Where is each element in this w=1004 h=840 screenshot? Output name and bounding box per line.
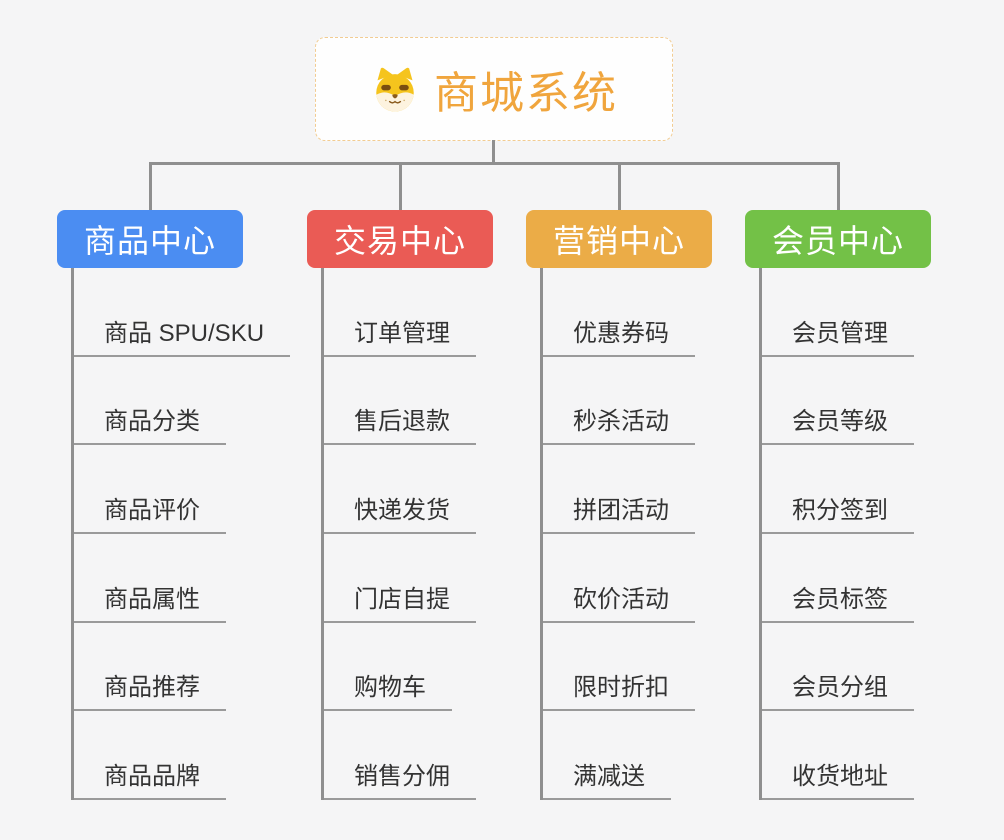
branch-children-trade-center: 订单管理 售后退款 快递发货 门店自提 购物车 销售分佣	[321, 268, 476, 801]
branch-node-product-center[interactable]: 商品中心	[57, 210, 243, 268]
child-node[interactable]: 快递发货	[324, 490, 476, 535]
child-row: 快递发货	[324, 445, 476, 535]
child-node[interactable]: 秒杀活动	[543, 401, 695, 446]
child-node[interactable]: 商品属性	[74, 579, 226, 623]
child-node[interactable]: 商品推荐	[74, 667, 226, 712]
child-node[interactable]: 商品品牌	[74, 756, 226, 801]
child-node[interactable]: 收货地址	[762, 756, 914, 801]
child-row: 砍价活动	[543, 534, 695, 623]
child-row: 商品评价	[74, 445, 290, 535]
child-row: 拼团活动	[543, 445, 695, 535]
branch-children-product-center: 商品 SPU/SKU 商品分类 商品评价 商品属性 商品推荐 商品品牌	[71, 268, 291, 801]
child-row: 购物车	[324, 623, 476, 712]
child-node[interactable]: 商品分类	[74, 401, 226, 446]
child-node[interactable]: 会员标签	[762, 579, 914, 623]
child-row: 商品分类	[74, 357, 290, 446]
connector-root-stem	[492, 140, 495, 163]
root-node[interactable]: 商城系统	[315, 37, 673, 141]
branch-children-member-center: 会员管理 会员等级 积分签到 会员标签 会员分组 收货地址	[759, 268, 914, 801]
child-row: 优惠券码	[543, 268, 695, 357]
connector-drop-products	[149, 162, 152, 210]
branch-label: 交易中心	[333, 223, 466, 259]
child-node[interactable]: 商品 SPU/SKU	[74, 313, 291, 357]
child-node[interactable]: 拼团活动	[543, 490, 695, 535]
child-node[interactable]: 砍价活动	[543, 579, 695, 623]
child-row: 会员管理	[762, 268, 914, 357]
branch-node-marketing-center[interactable]: 营销中心	[526, 210, 712, 268]
child-node[interactable]: 满减送	[543, 756, 671, 801]
child-row: 门店自提	[324, 534, 476, 623]
connector-rail	[149, 162, 840, 165]
child-row: 会员分组	[762, 623, 914, 712]
child-row: 售后退款	[324, 357, 476, 446]
branch-node-trade-center[interactable]: 交易中心	[307, 210, 493, 268]
branch-node-member-center[interactable]: 会员中心	[745, 210, 931, 268]
child-row: 限时折扣	[543, 623, 695, 712]
child-node[interactable]: 会员管理	[762, 313, 914, 357]
child-row: 销售分佣	[324, 711, 476, 801]
dog-face-icon	[370, 67, 420, 112]
child-row: 会员等级	[762, 357, 914, 446]
child-node[interactable]: 商品评价	[74, 490, 226, 535]
child-node[interactable]: 销售分佣	[324, 756, 476, 801]
child-row: 满减送	[543, 711, 695, 801]
child-row: 订单管理	[324, 268, 476, 357]
child-row: 会员标签	[762, 534, 914, 623]
child-node[interactable]: 积分签到	[762, 490, 914, 535]
branch-label: 会员中心	[771, 223, 904, 259]
child-row: 商品品牌	[74, 711, 290, 801]
child-row: 商品推荐	[74, 623, 290, 712]
branch-label: 商品中心	[83, 223, 216, 259]
child-node[interactable]: 限时折扣	[543, 667, 695, 712]
child-row: 积分签到	[762, 445, 914, 535]
child-node[interactable]: 门店自提	[324, 579, 476, 623]
child-node[interactable]: 售后退款	[324, 401, 476, 446]
root-title: 商城系统	[434, 69, 618, 118]
child-node[interactable]: 购物车	[324, 667, 452, 712]
child-row: 商品 SPU/SKU	[74, 268, 291, 357]
child-row: 收货地址	[762, 711, 914, 801]
connector-drop-members	[837, 162, 840, 210]
branch-children-marketing-center: 优惠券码 秒杀活动 拼团活动 砍价活动 限时折扣 满减送	[540, 268, 695, 801]
child-node[interactable]: 会员分组	[762, 667, 914, 712]
child-row: 秒杀活动	[543, 357, 695, 446]
child-node[interactable]: 优惠券码	[543, 313, 695, 357]
child-row: 商品属性	[74, 534, 290, 623]
child-node[interactable]: 会员等级	[762, 401, 914, 446]
connector-drop-marketing	[618, 162, 621, 210]
connector-drop-trade	[399, 162, 402, 210]
child-node[interactable]: 订单管理	[324, 313, 476, 357]
branch-label: 营销中心	[552, 223, 685, 259]
